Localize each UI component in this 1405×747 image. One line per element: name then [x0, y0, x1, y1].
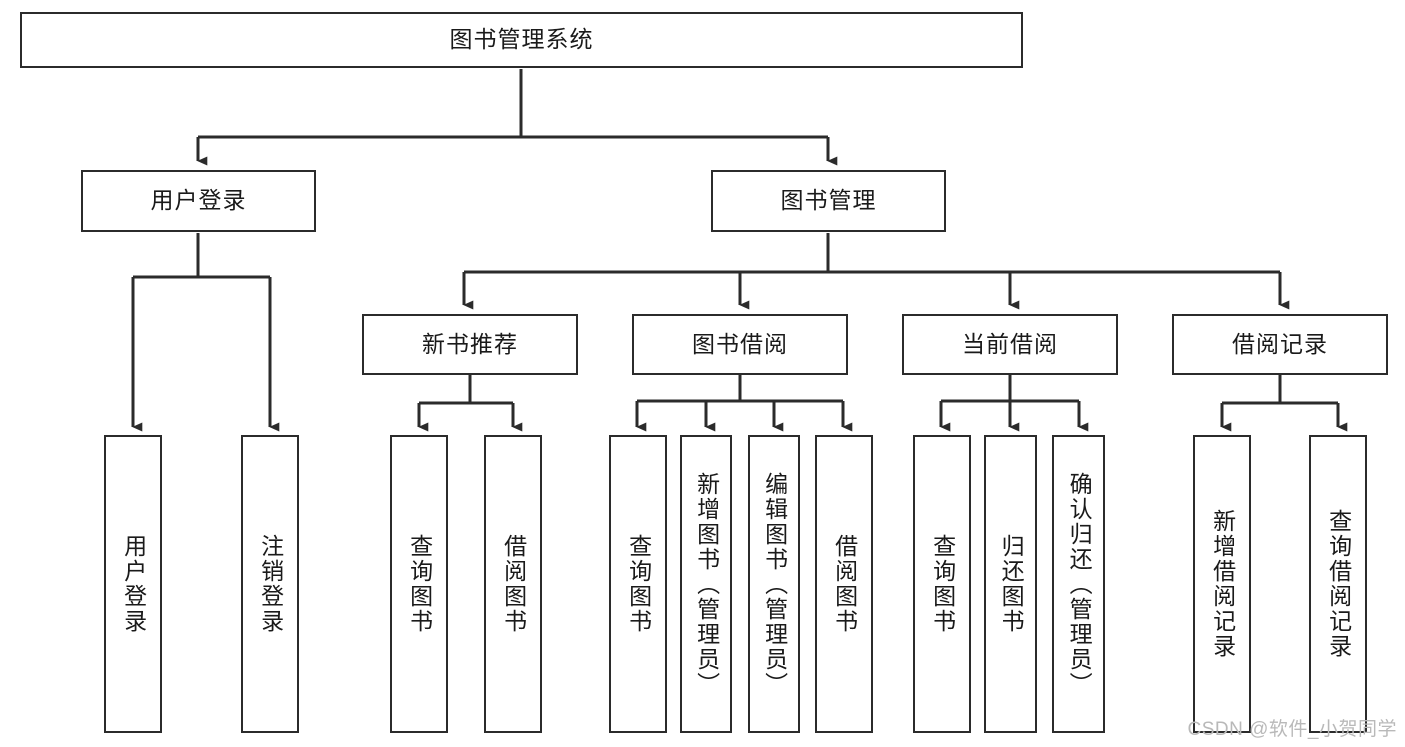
- node-book-borrow[interactable]: 图书借阅: [632, 314, 848, 375]
- leaf-node-edit-book-admin[interactable]: 编辑图书（管理员）: [748, 435, 800, 733]
- leaf-node-query-borrow-record[interactable]: 查询借阅记录: [1309, 435, 1367, 733]
- leaf-label: 查询图书: [406, 534, 433, 634]
- leaf-label: 归还图书: [998, 534, 1025, 634]
- node-borrow-record[interactable]: 借阅记录: [1172, 314, 1388, 375]
- watermark-text: CSDN @软件_小贺同学: [1187, 719, 1397, 740]
- node-user-login[interactable]: 用户登录: [81, 170, 316, 232]
- node-current-borrow[interactable]: 当前借阅: [902, 314, 1118, 375]
- leaf-node-return-book[interactable]: 归还图书: [984, 435, 1037, 733]
- connector-lines: [131, 69, 1348, 432]
- leaf-node-user-logout[interactable]: 注销登录: [241, 435, 299, 733]
- leaf-node-query-book-recommend[interactable]: 查询图书: [390, 435, 448, 733]
- leaf-node-add-borrow-record[interactable]: 新增借阅记录: [1193, 435, 1251, 733]
- leaf-label: 确认归还（管理员）: [1066, 471, 1093, 697]
- leaf-node-user-login[interactable]: 用户登录: [104, 435, 162, 733]
- node-book-manage[interactable]: 图书管理: [711, 170, 946, 232]
- leaf-label: 查询图书: [929, 534, 956, 634]
- node-root-system[interactable]: 图书管理系统: [20, 12, 1023, 68]
- leaf-label: 新增图书（管理员）: [693, 471, 720, 697]
- leaf-label: 查询图书: [625, 534, 652, 634]
- leaf-node-borrow-book[interactable]: 借阅图书: [815, 435, 873, 733]
- node-new-book-recommend[interactable]: 新书推荐: [362, 314, 578, 375]
- leaf-label: 新增借阅记录: [1209, 509, 1236, 659]
- leaf-node-query-book-borrow[interactable]: 查询图书: [609, 435, 667, 733]
- leaf-label: 查询借阅记录: [1325, 509, 1352, 659]
- leaf-label: 借阅图书: [831, 534, 858, 634]
- leaf-label: 用户登录: [120, 534, 147, 634]
- leaf-node-add-book-admin[interactable]: 新增图书（管理员）: [680, 435, 732, 733]
- leaf-label: 注销登录: [257, 534, 284, 634]
- leaf-label: 编辑图书（管理员）: [761, 471, 788, 697]
- leaf-node-query-book-current[interactable]: 查询图书: [913, 435, 971, 733]
- leaf-node-confirm-return-admin[interactable]: 确认归还（管理员）: [1052, 435, 1105, 733]
- leaf-node-borrow-book-recommend[interactable]: 借阅图书: [484, 435, 542, 733]
- leaf-label: 借阅图书: [500, 534, 527, 634]
